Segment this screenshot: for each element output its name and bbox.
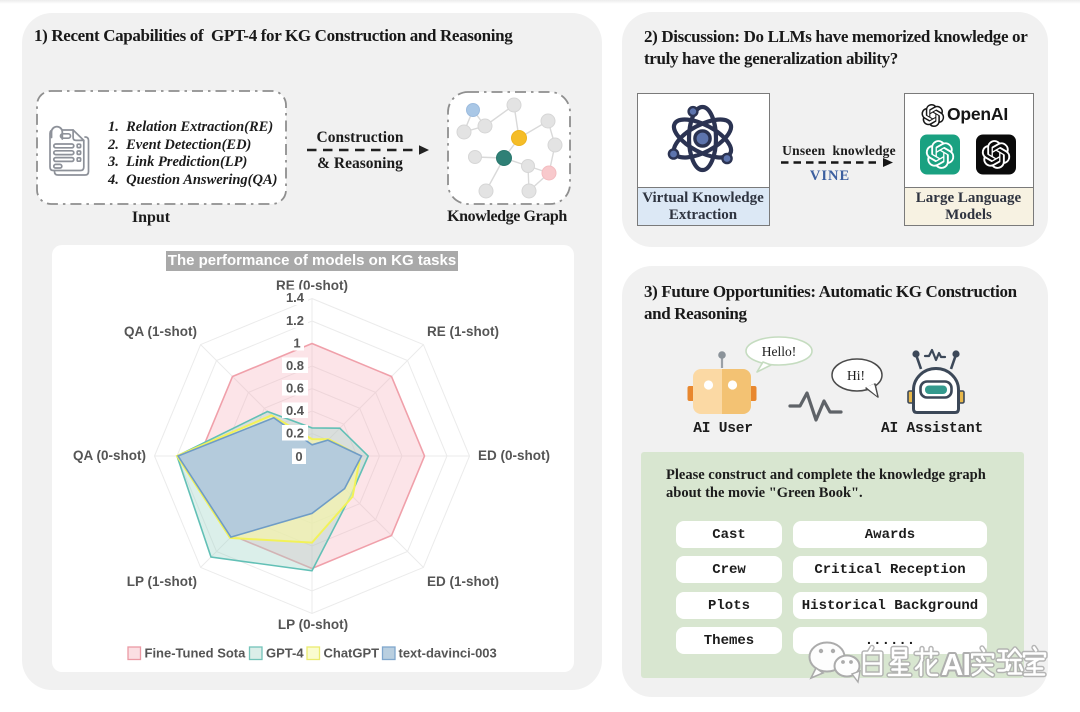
svg-text:RE (1-shot): RE (1-shot) — [427, 324, 499, 339]
svg-text:0: 0 — [295, 449, 302, 464]
svg-text:GPT-4: GPT-4 — [266, 646, 304, 661]
svg-text:1: 1 — [293, 336, 300, 351]
svg-text:Fine-Tuned Sota: Fine-Tuned Sota — [145, 646, 247, 661]
svg-text:LP (1-shot): LP (1-shot) — [127, 574, 197, 589]
svg-text:0.8: 0.8 — [286, 358, 304, 373]
svg-text:0.2: 0.2 — [286, 426, 304, 441]
svg-text:ED (0-shot): ED (0-shot) — [478, 448, 550, 463]
svg-text:Hello!: Hello! — [762, 344, 797, 359]
svg-text:RE (0-shot): RE (0-shot) — [276, 278, 348, 293]
svg-text:text-davinci-003: text-davinci-003 — [399, 646, 497, 661]
svg-text:AI: AI — [941, 647, 970, 682]
svg-text:ED (1-shot): ED (1-shot) — [427, 574, 499, 589]
svg-text:1.2: 1.2 — [286, 313, 304, 328]
svg-text:QA (0-shot): QA (0-shot) — [73, 448, 146, 463]
svg-text:QA (1-shot): QA (1-shot) — [124, 324, 197, 339]
svg-text:0.6: 0.6 — [286, 381, 304, 396]
svg-text:ChatGPT: ChatGPT — [324, 646, 380, 661]
svg-text:0.4: 0.4 — [286, 403, 305, 418]
svg-text:LP (0-shot): LP (0-shot) — [278, 617, 348, 632]
svg-text:1.4: 1.4 — [286, 290, 305, 305]
svg-text:Hi!: Hi! — [847, 368, 865, 383]
